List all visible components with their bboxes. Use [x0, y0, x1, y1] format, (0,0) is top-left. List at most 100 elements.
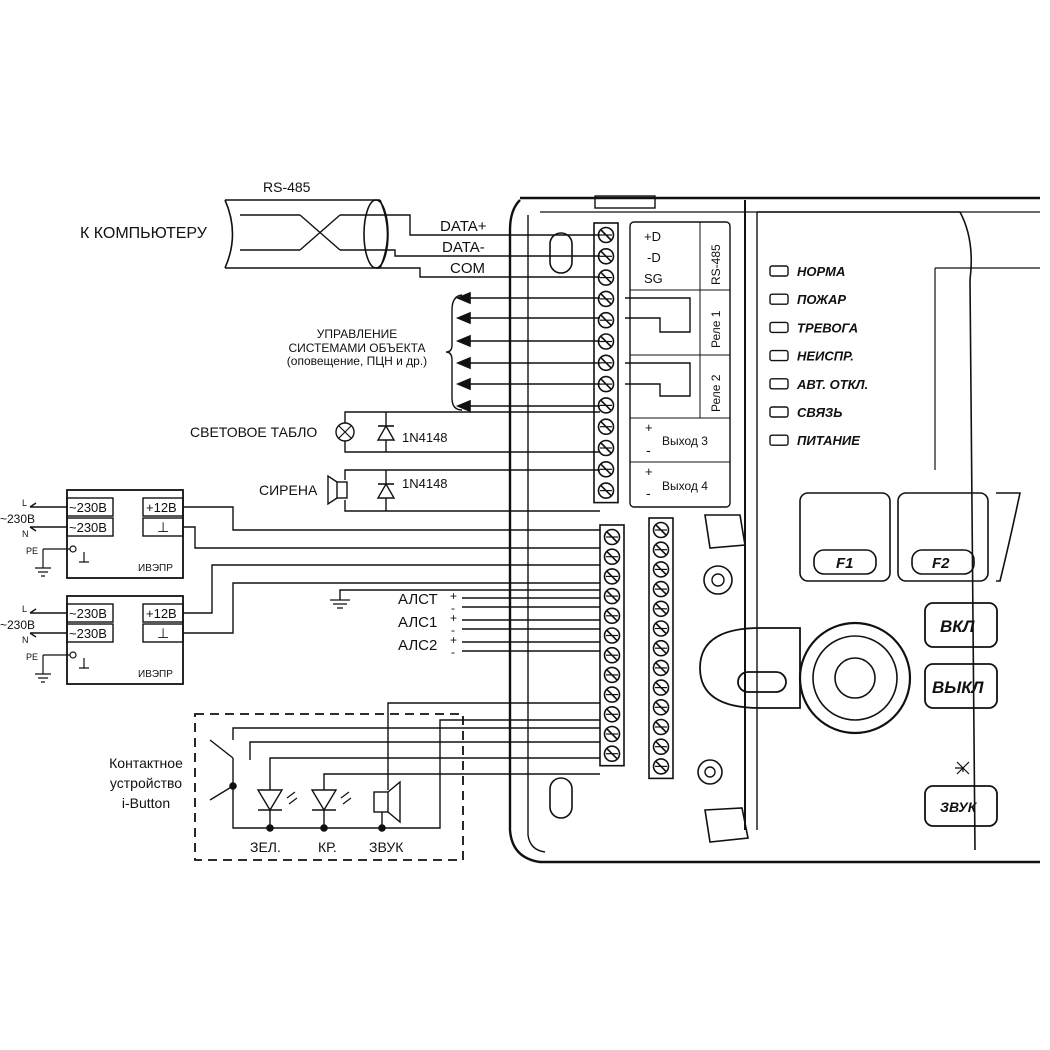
- terminal-screw: [603, 528, 621, 546]
- terminal-screw: [652, 620, 670, 637]
- key-f2[interactable]: [911, 549, 975, 575]
- terminal-screw: [597, 460, 615, 478]
- indicator-label: НОРМА: [797, 264, 845, 279]
- terminal-screw: [597, 354, 615, 372]
- output-4-label: Выход 4: [662, 479, 708, 493]
- ibutton-title-3: i-Button: [122, 795, 170, 811]
- relay-1-label: Реле 1: [709, 310, 723, 348]
- terminal-screw: [603, 725, 621, 743]
- indicator-label: НЕИСПР.: [797, 349, 854, 364]
- terminal-screw: [597, 375, 615, 393]
- terminal-screw: [603, 686, 621, 703]
- power-supply-2: ~230В ~230В +12В ⊥ ИВЭПР L ~230В N PE: [0, 564, 600, 685]
- psu2-gnd: ⊥: [157, 625, 169, 641]
- psu1-name: ИВЭПР: [138, 563, 173, 574]
- terminal-block-lower-right: [648, 517, 674, 780]
- out4-minus: -: [646, 485, 651, 501]
- psu2-mains: ~230В: [0, 618, 35, 632]
- indicator-led: СВЯЗЬ: [769, 405, 843, 420]
- psu2-pe: PE: [26, 652, 38, 662]
- indicator-label: СВЯЗЬ: [797, 405, 843, 420]
- key-f1[interactable]: [813, 549, 877, 575]
- psu1-gnd: ⊥: [157, 519, 169, 535]
- psu2-plus12: +12В: [146, 606, 177, 621]
- device-body: [508, 195, 1040, 864]
- pin-minus-d: -D: [647, 250, 661, 265]
- data-minus-label: DATA-: [442, 239, 485, 256]
- key-f2-label: F2: [932, 555, 950, 572]
- data-plus-label: DATA+: [440, 218, 487, 235]
- siren-label: СИРЕНА: [259, 482, 318, 498]
- out4-plus: +: [645, 464, 653, 479]
- computer-label: К КОМПЬЮТЕРУ: [80, 225, 208, 242]
- terminal-block-lower-left: [599, 524, 625, 767]
- psu1-n: N: [22, 529, 29, 539]
- terminal-screw: [603, 666, 621, 684]
- loop-alst-minus: -: [451, 601, 455, 615]
- psu2-ac-1: ~230В: [69, 606, 107, 621]
- key-on-label: ВКЛ: [940, 617, 975, 636]
- psu1-ac-1: ~230В: [69, 500, 107, 515]
- light-board-label: СВЕТОВОЕ ТАБЛО: [190, 424, 317, 440]
- ibutton-red-label: КР.: [318, 839, 337, 855]
- control-title-3: (оповещение, ПЦН и др.): [287, 354, 427, 368]
- psu2-ac-2: ~230В: [69, 626, 107, 641]
- loop-alst-label: АЛСТ: [398, 591, 438, 608]
- terminal-screw: [597, 482, 615, 499]
- ibutton-reader: Контактное устройство i-Button ЗЕЛ. КР. …: [109, 702, 600, 861]
- ibutton-green-label: ЗЕЛ.: [250, 839, 281, 855]
- out3-plus: +: [645, 420, 653, 435]
- terminal-housing: [648, 517, 674, 780]
- psu1-mains: ~230В: [0, 512, 35, 526]
- terminal-screw: [597, 226, 615, 244]
- terminal-screw: [603, 646, 621, 664]
- output-3-label: Выход 3: [662, 434, 708, 448]
- indicator-led: ПОЖАР: [769, 292, 846, 307]
- pin-sg: SG: [644, 271, 663, 286]
- out3-minus: -: [646, 442, 651, 458]
- loop-alst-plus: +: [450, 589, 457, 603]
- terminal-screw: [597, 333, 615, 350]
- terminal-screw: [603, 568, 621, 585]
- rs485-block-title: RS-485: [709, 244, 723, 285]
- terminal-screw: [603, 627, 621, 644]
- loop-als1-plus: +: [450, 611, 457, 625]
- terminal-screw: [652, 659, 670, 677]
- terminal-screw: [652, 738, 670, 756]
- psu2-l: L: [22, 604, 27, 614]
- terminal-screw: [652, 561, 670, 578]
- control-title-2: СИСТЕМАМИ ОБЪЕКТА: [288, 341, 425, 355]
- terminal-housing: [599, 524, 625, 767]
- loop-als2-label: АЛС2: [398, 637, 437, 654]
- terminal-screw: [597, 418, 615, 436]
- indicator-led: ТРЕВОГА: [769, 320, 858, 335]
- light-board-circuit: СВЕТОВОЕ ТАБЛО 1N4148: [190, 411, 600, 453]
- key-on[interactable]: [924, 602, 998, 648]
- indicator-label: ПОЖАР: [797, 292, 846, 307]
- psu1-ac-2: ~230В: [69, 520, 107, 535]
- terminal-screw: [597, 290, 615, 308]
- loop-als2-plus: +: [450, 633, 457, 647]
- terminal-screw: [652, 698, 670, 716]
- control-arrows: УПРАВЛЕНИЕ СИСТЕМАМИ ОБЪЕКТА (оповещение…: [287, 291, 600, 413]
- key-off[interactable]: [924, 663, 998, 709]
- relay-2-label: Реле 2: [709, 374, 723, 412]
- psu1-plus12: +12В: [146, 500, 177, 515]
- rs485-cable: RS-485 К КОМПЬЮТЕРУ DATA+ DATA- COM: [80, 179, 600, 278]
- ibutton-sound-label: ЗВУК: [369, 839, 404, 855]
- address-loops: АЛСТ + - АЛС1 + - АЛС2 + -: [330, 589, 600, 659]
- indicator-led: АВТ. ОТКЛ.: [769, 377, 868, 392]
- terminal-screw: [652, 639, 670, 657]
- pin-plus-d: +D: [644, 229, 661, 244]
- key-sound[interactable]: [924, 785, 998, 827]
- terminal-screw: [652, 718, 670, 736]
- psu2-name: ИВЭПР: [138, 669, 173, 680]
- terminal-screw: [597, 269, 615, 286]
- terminal-screw: [597, 311, 615, 329]
- key-off-label: ВЫКЛ: [932, 678, 984, 697]
- key-sound-label: ЗВУК: [940, 799, 978, 815]
- ibutton-title-1: Контактное: [109, 755, 183, 771]
- power-supply-1: ~230В ~230В +12В ⊥ ИВЭПР L ~230В N PE: [0, 489, 600, 579]
- psu2-n: N: [22, 635, 29, 645]
